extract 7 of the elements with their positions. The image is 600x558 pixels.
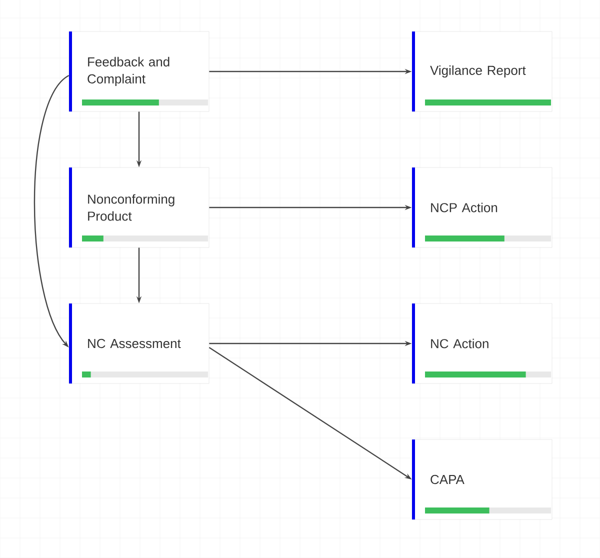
card: NCP Action [412, 167, 552, 248]
card: NC Assessment [68, 303, 210, 384]
card: Nonconforming Product [68, 167, 210, 248]
card: CAPA [412, 439, 552, 520]
card: Feedback and Complaint [68, 31, 210, 112]
card: Vigilance Report [412, 31, 552, 112]
card: NC Action [412, 303, 552, 384]
